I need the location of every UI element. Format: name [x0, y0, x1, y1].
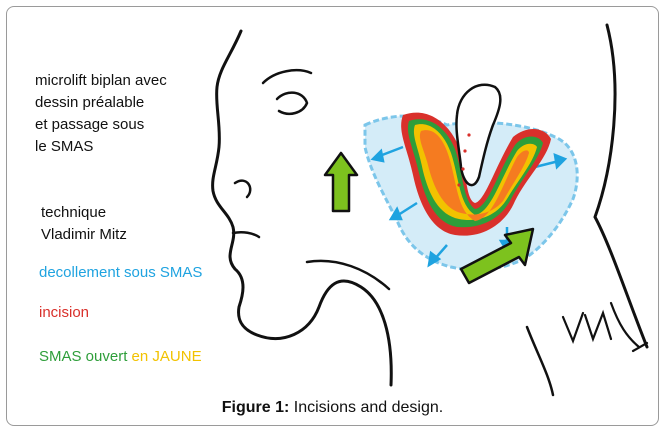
eye-outline: [277, 93, 307, 114]
brow-outline: [263, 70, 311, 83]
mouth-outline: [233, 232, 259, 237]
technique-line-1: technique: [41, 203, 106, 223]
legend-incision: incision: [39, 303, 89, 323]
intro-line-1: microlift biplan avec: [35, 71, 167, 91]
technique-line-2: Vladimir Mitz: [41, 225, 127, 245]
legend-smas-ouvert: SMAS ouvert: [39, 348, 127, 365]
intro-line-2: dessin préalable: [35, 93, 144, 113]
caption-text: Incisions and design.: [294, 399, 443, 416]
figure-caption: Figure 1: Incisions and design.: [7, 399, 658, 417]
face-illustration: [7, 7, 658, 397]
caption-label: Figure 1:: [222, 399, 290, 416]
intro-line-4: le SMAS: [35, 137, 93, 157]
face-profile-outline: [213, 31, 392, 385]
intro-line-3: et passage sous: [35, 115, 144, 135]
legend-decollement: decollement sous SMAS: [39, 263, 202, 283]
figure-frame: microlift biplan avec dessin préalable e…: [6, 6, 659, 426]
jaw-line: [307, 261, 389, 289]
lift-arrow-up: [325, 153, 357, 211]
legend-smas: SMAS ouvert en JAUNE: [39, 347, 202, 367]
neck-line-2: [527, 327, 553, 395]
nostril-outline: [235, 181, 250, 197]
neck-outline: [595, 25, 647, 347]
legend-en-jaune: en JAUNE: [132, 348, 202, 365]
